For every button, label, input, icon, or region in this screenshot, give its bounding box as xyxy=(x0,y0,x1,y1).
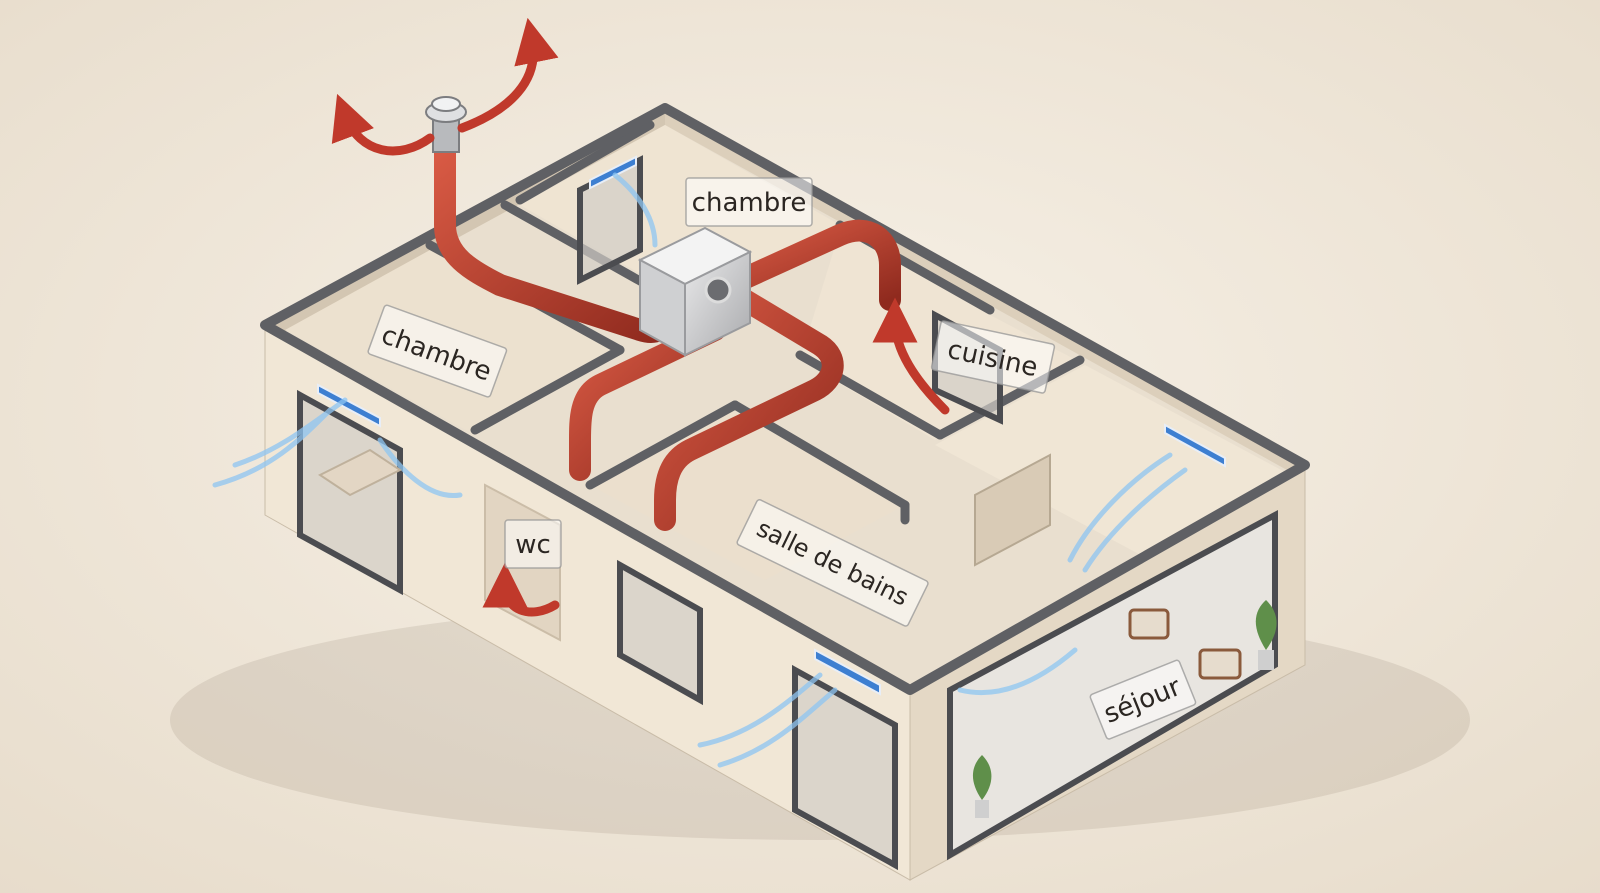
outer-wall-top xyxy=(260,103,1310,695)
back-left-wall-inner xyxy=(270,110,665,340)
fresh-air-flows xyxy=(212,172,1188,768)
sejour-glass-wall xyxy=(947,509,1278,861)
kitchen-counter xyxy=(974,453,1051,567)
window-bathroom xyxy=(617,559,703,706)
label-chambre-top: chambre xyxy=(685,177,813,227)
plant-icon xyxy=(972,600,1277,818)
chair-sejour xyxy=(1128,608,1242,680)
bed xyxy=(318,448,402,497)
label-wc: wc xyxy=(504,519,562,569)
room-sejour xyxy=(935,365,1300,560)
extract-flow-arrow-icon xyxy=(331,17,950,617)
roof-exhaust-icon xyxy=(425,96,467,153)
fresh-air-inlet-icon xyxy=(317,155,1226,696)
furniture xyxy=(318,448,1277,818)
label-text: wc xyxy=(515,530,551,560)
vmc-unit-icon xyxy=(637,226,753,357)
label-text: chambre xyxy=(692,188,807,218)
label-cuisine: cuisine xyxy=(930,320,1056,394)
window-sejour-door xyxy=(792,664,898,871)
